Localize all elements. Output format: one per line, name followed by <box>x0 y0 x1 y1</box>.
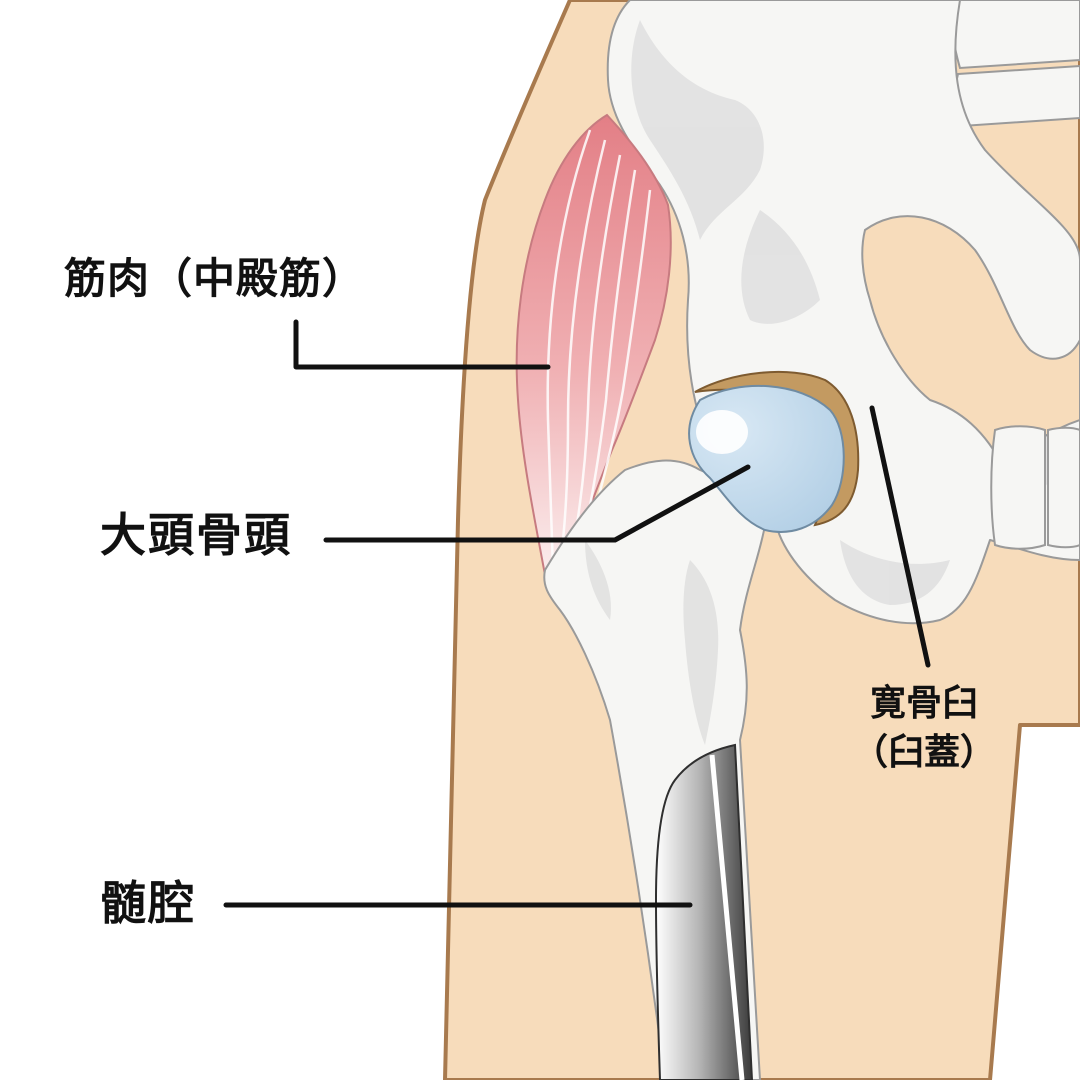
pubic-symphysis <box>990 425 1080 550</box>
femoral-head-highlight <box>696 410 748 454</box>
leader-line-acetabulum <box>869 405 931 668</box>
acetabulum-label-line2: （臼蓋） <box>852 731 997 773</box>
marrow-inner-edge <box>709 754 745 1080</box>
marrow-cavity <box>654 743 754 1080</box>
muscle-fibers <box>546 129 652 571</box>
leader-line-muscle <box>293 319 551 370</box>
femoral-head-label: 大頭骨頭 <box>100 508 292 562</box>
femur-shading <box>585 540 719 745</box>
acetabulum-label-line1: 寛骨臼 <box>870 683 979 724</box>
acetabulum-label: 寛骨臼 （臼蓋） <box>852 680 996 777</box>
leader-line-femoral-head <box>323 464 751 543</box>
muscle-label: 筋肉（中殿筋） <box>64 254 366 303</box>
leader-lines <box>223 319 931 908</box>
marrow-cavity-label: 髄腔 <box>100 876 196 930</box>
